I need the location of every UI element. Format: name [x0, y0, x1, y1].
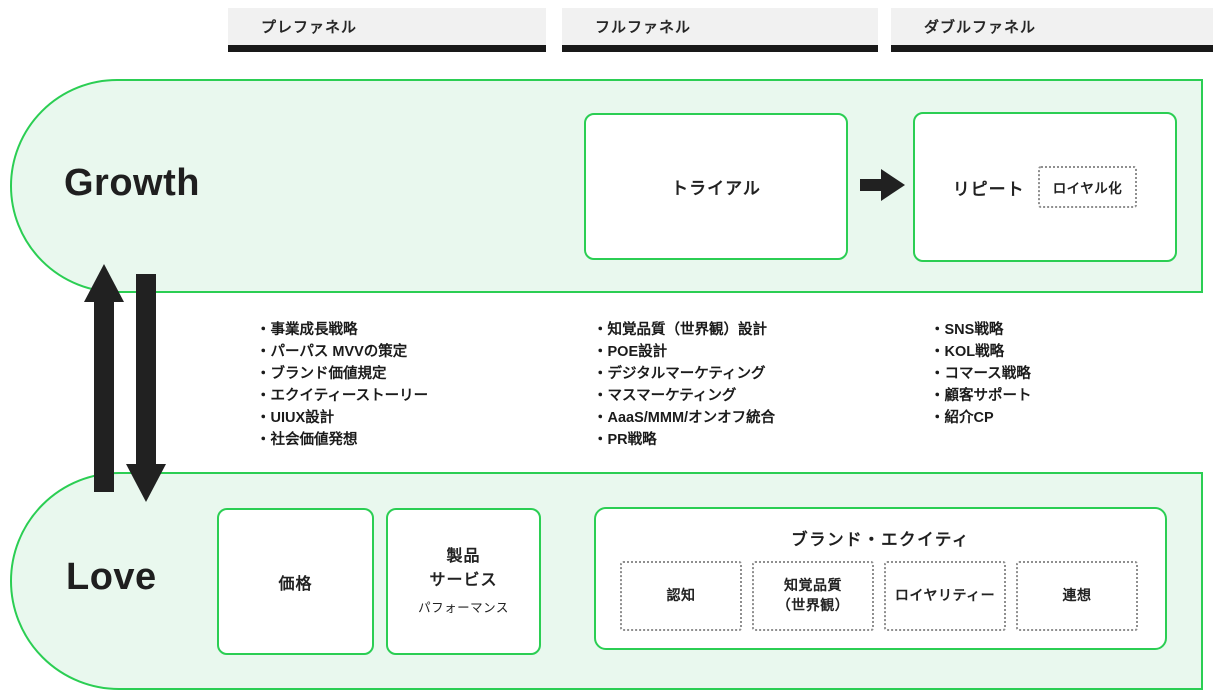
header-doublefunnel: ダブルファネル: [891, 8, 1213, 52]
brand-equity-items: 認知 知覚品質 （世界観） ロイヤリティー 連想: [620, 561, 1138, 631]
list-item: ・顧客サポート: [930, 388, 1032, 404]
right-arrow-icon: [860, 169, 905, 201]
header-prefunnel-label: プレファネル: [261, 19, 358, 36]
repeat-box: リピート ロイヤル化: [913, 112, 1177, 262]
list-item: ・POE設計: [593, 344, 668, 360]
prefunnel-list: ・事業成長戦略 ・パーパス MVVの策定 ・ブランド価値規定 ・エクイティースト…: [256, 319, 576, 451]
list-item: ・KOL戦略: [930, 344, 1005, 360]
list-item: ・パーパス MVVの策定: [256, 344, 408, 360]
perceived-quality-label-line1: 知覚品質: [784, 577, 842, 594]
product-service-box: 製品 サービス パフォーマンス: [386, 508, 541, 655]
up-arrow-icon: [84, 264, 124, 492]
growth-title: Growth: [64, 162, 200, 204]
list-item: ・SNS戦略: [930, 322, 1004, 338]
loyalize-label: ロイヤル化: [1052, 181, 1123, 196]
list-item: ・エクイティーストーリー: [256, 388, 429, 404]
loyalty-label: ロイヤリティー: [894, 587, 996, 604]
brand-equity-title: ブランド・エクイティ: [791, 531, 970, 549]
price-box: 価格: [217, 508, 374, 655]
fullfunnel-list: ・知覚品質（世界観）設計 ・POE設計 ・デジタルマーケティング ・マスマーケテ…: [593, 319, 923, 451]
doublefunnel-list: ・SNS戦略 ・KOL戦略 ・コマース戦略 ・顧客サポート ・紹介CP: [930, 319, 1210, 429]
perceived-quality-chip: 知覚品質 （世界観）: [752, 561, 874, 631]
loyalize-chip: ロイヤル化: [1037, 166, 1138, 208]
repeat-label: リピート: [952, 179, 1025, 199]
performance-label: パフォーマンス: [418, 601, 509, 616]
list-item: ・紹介CP: [930, 410, 994, 426]
up-down-arrows-icon: [84, 264, 166, 502]
loyalty-chip: ロイヤリティー: [884, 561, 1006, 631]
header-doublefunnel-label: ダブルファネル: [924, 19, 1037, 36]
list-item: ・UIUX設計: [256, 410, 335, 426]
list-item: ・社会価値発想: [256, 432, 358, 448]
perceived-quality-label-line2: （世界観）: [776, 597, 850, 613]
list-item: ・コマース戦略: [930, 366, 1031, 382]
list-item: ・デジタルマーケティング: [593, 366, 766, 382]
list-item: ・ブランド価値規定: [256, 366, 387, 382]
list-item: ・AaaS/MMM/オンオフ統合: [593, 410, 776, 426]
trial-box: トライアル: [584, 113, 848, 260]
list-item: ・事業成長戦略: [256, 322, 358, 338]
list-item: ・マスマーケティング: [593, 388, 737, 404]
list-item: ・知覚品質（世界観）設計: [593, 322, 767, 338]
trial-label: トライアル: [671, 179, 761, 198]
awareness-chip: 認知: [620, 561, 742, 631]
header-prefunnel: プレファネル: [228, 8, 546, 52]
price-label: 価格: [278, 575, 313, 593]
love-title: Love: [66, 556, 157, 598]
header-fullfunnel: フルファネル: [562, 8, 878, 52]
service-label: サービス: [429, 572, 498, 590]
down-arrow-icon: [126, 274, 166, 502]
awareness-label: 認知: [666, 587, 696, 604]
header-fullfunnel-label: フルファネル: [595, 19, 692, 36]
association-chip: 連想: [1016, 561, 1138, 631]
association-label: 連想: [1062, 587, 1092, 604]
brand-equity-box: ブランド・エクイティ 認知 知覚品質 （世界観） ロイヤリティー 連想: [594, 507, 1167, 650]
product-label: 製品: [446, 547, 481, 565]
list-item: ・PR戦略: [593, 432, 657, 448]
